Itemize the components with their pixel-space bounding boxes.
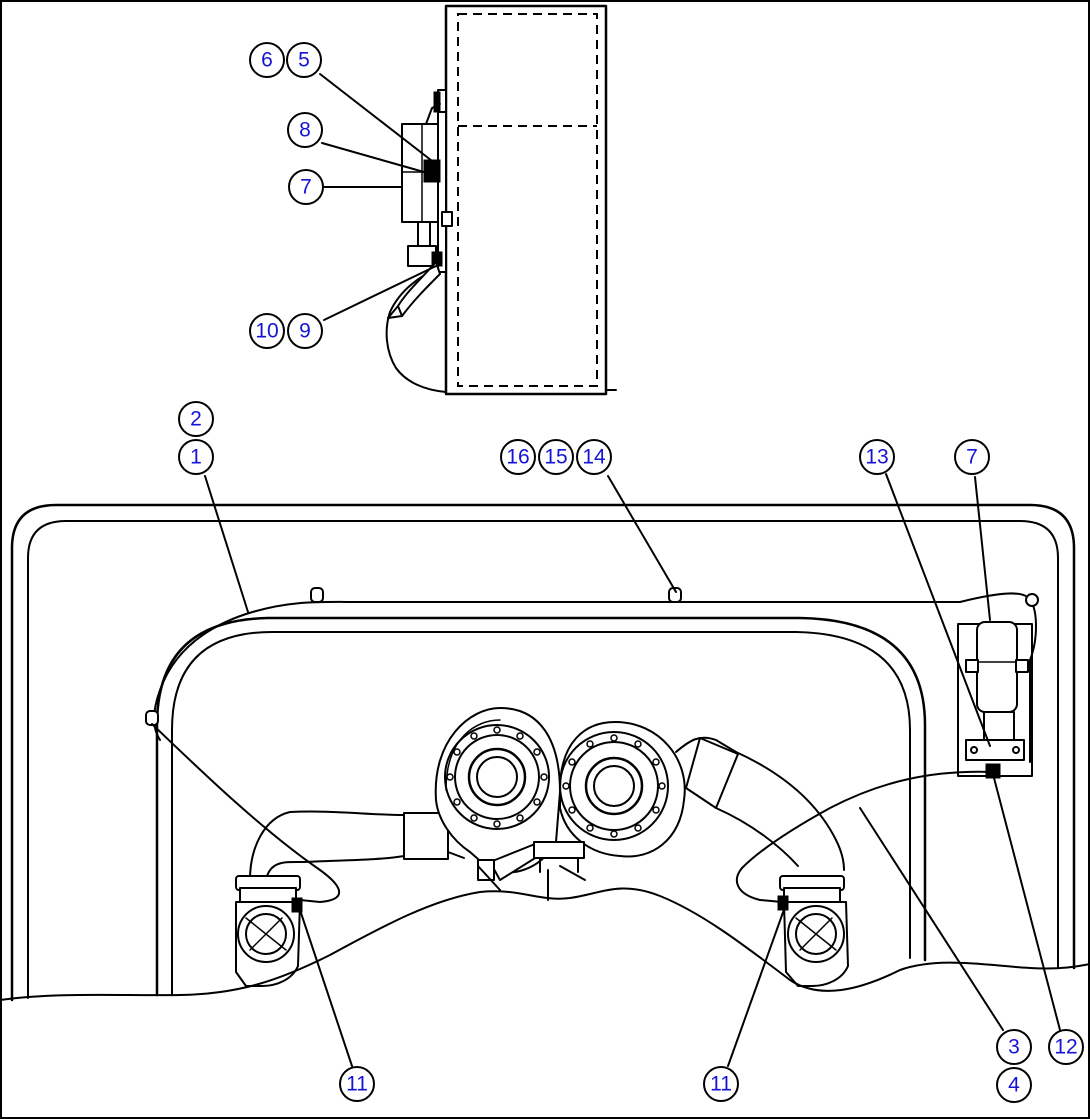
right-hose: [735, 770, 993, 903]
main-assembly-view: [0, 473, 1090, 1067]
left-wheel-unit: [235, 875, 303, 987]
leader-12: [993, 777, 1061, 1031]
left-duct-upper: [249, 810, 405, 881]
cab-shell-outer: [10, 503, 1076, 1002]
cable-clip-center: [668, 587, 682, 603]
svg-text:2: 2: [190, 408, 202, 431]
callout-7-main: 7: [954, 439, 990, 475]
svg-text:10: 10: [255, 320, 278, 343]
svg-text:4: 4: [1008, 1074, 1020, 1097]
svg-text:5: 5: [298, 49, 310, 72]
svg-text:8: 8: [299, 119, 311, 142]
callout-11-left: 11: [339, 1066, 375, 1102]
leader-1: [204, 475, 249, 613]
leader-14: [607, 475, 677, 593]
cable-clip-side: [145, 710, 159, 726]
callout-7-detail: 7: [288, 169, 324, 205]
leader-13: [885, 473, 991, 747]
right-motor-body: [976, 621, 1018, 713]
svg-text:1: 1: [190, 446, 202, 469]
leader-3: [859, 807, 1004, 1031]
right-duct-lower: [715, 807, 799, 867]
callout-3: 3: [996, 1029, 1032, 1065]
left-duct-lower: [265, 855, 405, 881]
detail-hose: [385, 267, 447, 393]
right-duct-upper: [735, 751, 845, 871]
svg-text:11: 11: [346, 1073, 368, 1096]
svg-text:6: 6: [261, 49, 273, 72]
arched-frame-outer: [155, 616, 927, 997]
cabinet-outline: [444, 4, 608, 396]
svg-text:14: 14: [582, 446, 606, 469]
right-motor-base: [965, 739, 1025, 761]
callout-12: 12: [1048, 1029, 1084, 1065]
side-detail-view: [319, 4, 617, 396]
callout-5: 5: [286, 42, 322, 78]
callout-2: 2: [178, 401, 214, 437]
callout-6: 6: [249, 42, 285, 78]
cabinet-hidden-outline: [457, 13, 598, 387]
right-blower-ring: [559, 731, 669, 841]
leader-5: [319, 73, 437, 165]
svg-text:9: 9: [299, 320, 311, 343]
blower-connector-right: [533, 841, 585, 859]
cab-shell-inner: [27, 520, 1059, 999]
right-blower-hub: [584, 756, 644, 816]
callout-10: 10: [249, 313, 285, 349]
svg-text:7: 7: [966, 446, 978, 469]
callout-16: 16: [500, 439, 536, 475]
leader-11-right: [727, 903, 787, 1067]
svg-text:3: 3: [1008, 1036, 1020, 1059]
upper-cable-run: [245, 592, 1031, 615]
right-wheel-unit: [777, 875, 849, 987]
mounting-plate: [437, 111, 447, 273]
callout-14: 14: [576, 439, 612, 475]
callout-9: 9: [287, 313, 323, 349]
cable-clip-left: [310, 587, 324, 603]
leader-8: [321, 142, 425, 173]
svg-text:13: 13: [865, 446, 888, 469]
callout-4: 4: [996, 1067, 1032, 1103]
callout-15: 15: [538, 439, 574, 475]
svg-text:15: 15: [544, 446, 567, 469]
callout-11-right: 11: [703, 1066, 739, 1102]
arched-frame-inner: [171, 631, 911, 996]
left-blower-hub: [467, 747, 527, 807]
break-line: [0, 887, 1090, 1001]
duct-coupler: [403, 812, 449, 860]
callout-1: 1: [178, 439, 214, 475]
svg-text:12: 12: [1054, 1036, 1077, 1059]
leader-11-left: [297, 903, 353, 1067]
left-blower-ring: [444, 724, 550, 830]
left-hose: [151, 723, 340, 903]
svg-text:11: 11: [710, 1073, 732, 1096]
callout-8: 8: [287, 112, 323, 148]
svg-text:7: 7: [300, 176, 312, 199]
leader-7-main: [974, 476, 991, 621]
leader-9: [323, 265, 437, 321]
callout-13: 13: [859, 439, 895, 475]
clamp-block: [423, 159, 441, 183]
svg-text:16: 16: [506, 446, 529, 469]
